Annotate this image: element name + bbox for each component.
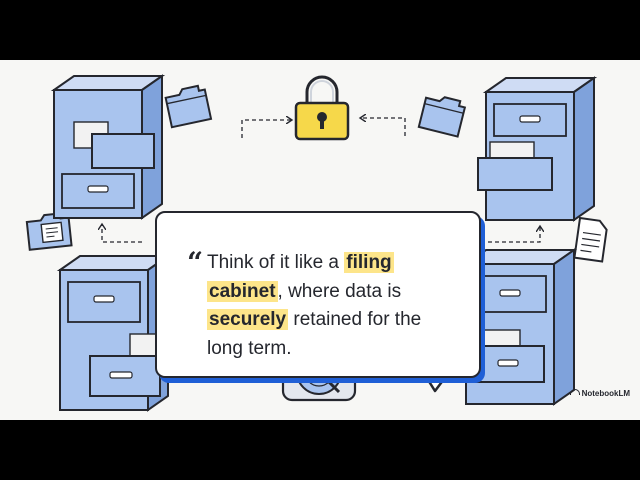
quote-text-segment: , where data is xyxy=(277,280,402,302)
notebooklm-logo-icon xyxy=(569,389,580,395)
filing-cabinet-icon xyxy=(56,254,172,412)
quote-text-segment: long term. xyxy=(207,337,292,359)
document-icon xyxy=(573,216,608,263)
speech-bubble-tail xyxy=(423,374,448,393)
quote-card: “ Think of it like a filing cabinet, wher… xyxy=(155,211,481,378)
filing-cabinet-icon xyxy=(477,76,598,222)
quote-text: Think of it like a filing cabinet, where … xyxy=(207,249,467,363)
folder-icon xyxy=(417,96,467,138)
highlight-filing: filing xyxy=(344,252,394,273)
padlock-icon xyxy=(294,75,350,141)
folder-icon xyxy=(25,212,73,251)
folder-icon xyxy=(164,84,213,129)
quote-mark-icon: “ xyxy=(187,246,204,279)
slide: “ Think of it like a filing cabinet, wher… xyxy=(0,60,640,420)
filing-cabinet-icon xyxy=(50,74,166,220)
quote-text-segment: Think of it like a xyxy=(207,252,345,273)
highlight-securely: securely xyxy=(207,309,289,330)
brand-watermark: NotebookLM xyxy=(569,389,630,398)
brand-name: NotebookLM xyxy=(581,389,630,398)
speech-bubble: “ Think of it like a filing cabinet, wher… xyxy=(155,211,487,393)
quote-text-segment: retained for the xyxy=(288,309,422,330)
highlight-cabinet: cabinet xyxy=(207,280,278,302)
